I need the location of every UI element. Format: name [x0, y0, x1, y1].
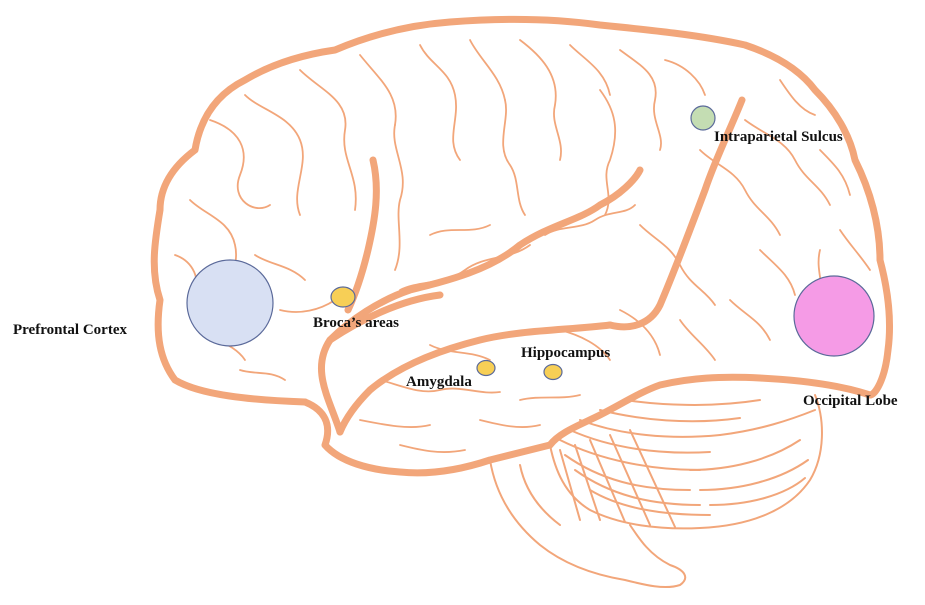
- intraparietal-sulcus-marker: [691, 106, 715, 130]
- hippocampus-marker: [544, 365, 562, 380]
- prefrontal-cortex-marker: [187, 260, 273, 346]
- amygdala-marker: [477, 361, 495, 376]
- label-occipital-lobe: Occipital Lobe: [803, 393, 898, 409]
- label-hippocampus: Hippocampus: [521, 345, 610, 361]
- region-markers: [187, 106, 874, 380]
- label-brocas-areas: Broca’s areas: [313, 315, 399, 331]
- label-amygdala: Amygdala: [406, 374, 472, 390]
- occipital-lobe-marker: [794, 276, 874, 356]
- brain-outline: [154, 19, 889, 473]
- label-prefrontal-cortex: Prefrontal Cortex: [13, 322, 127, 338]
- cerebellum: [550, 395, 822, 528]
- label-intraparietal-sulcus: Intraparietal Sulcus: [714, 129, 843, 145]
- brocas-area-marker: [331, 287, 355, 307]
